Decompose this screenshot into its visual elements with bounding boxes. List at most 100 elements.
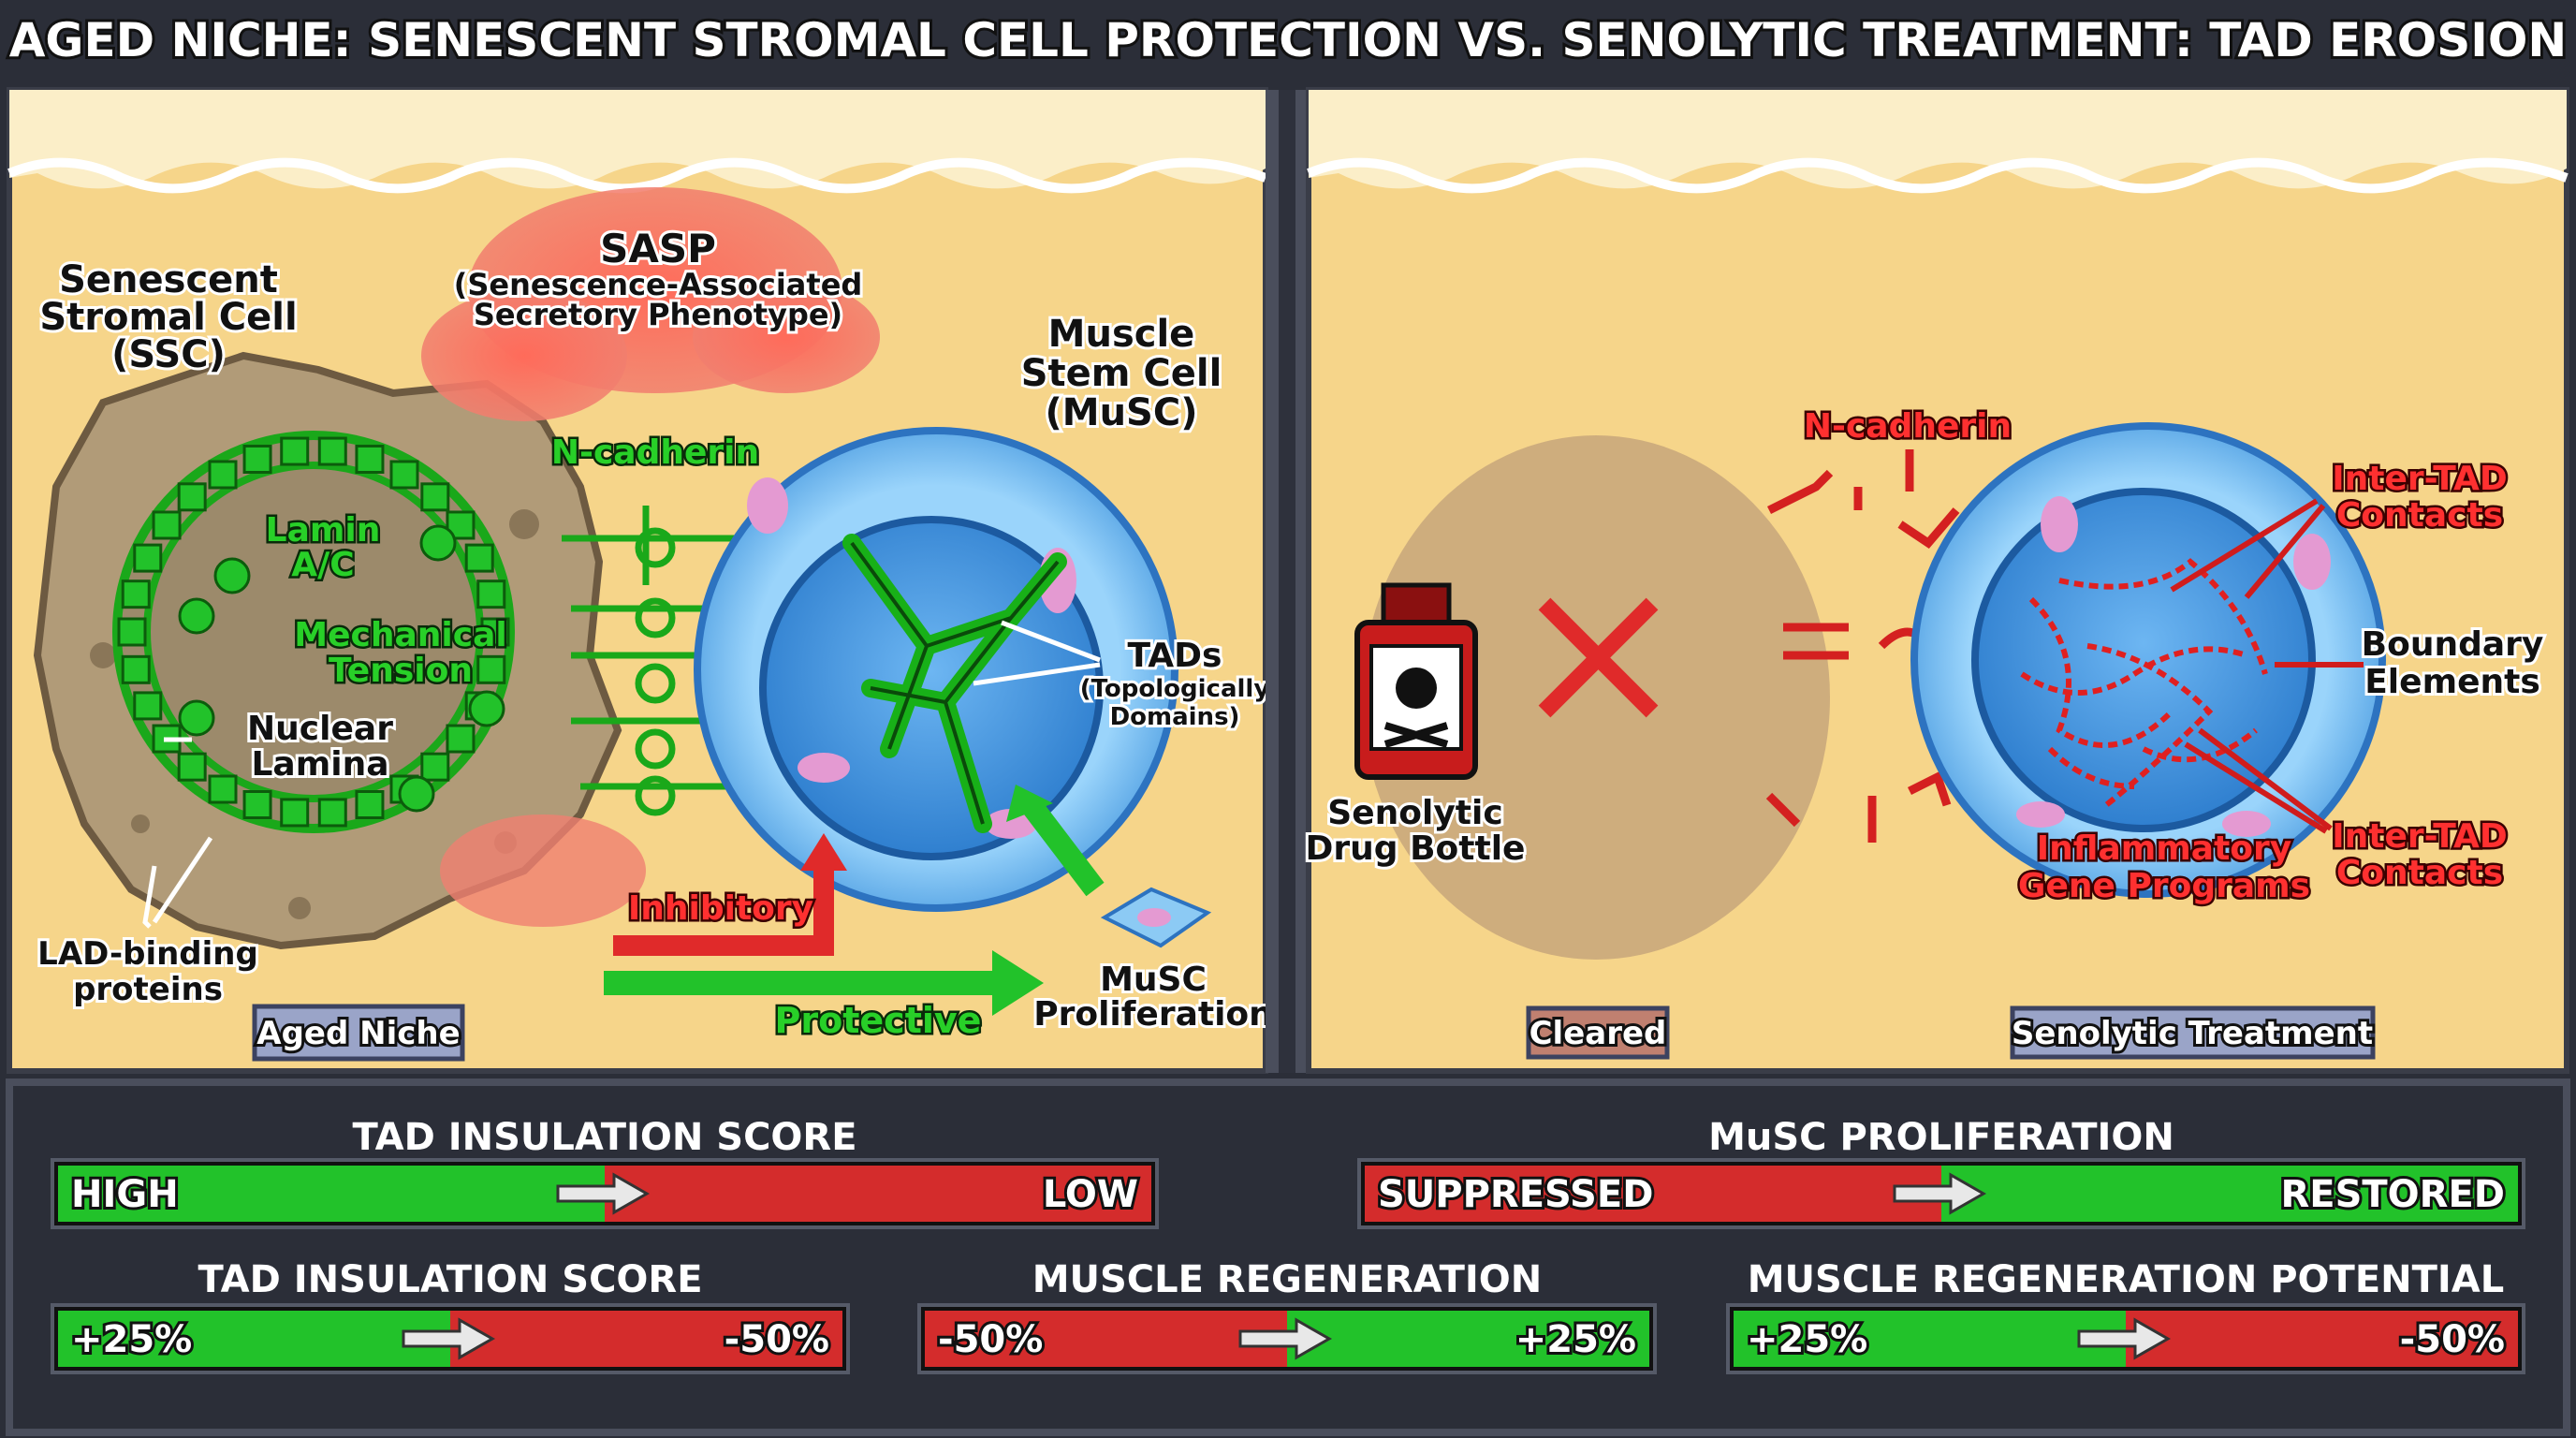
lamin-square xyxy=(133,543,163,573)
senolytic-treatment-badge xyxy=(2010,1005,2376,1060)
right-pointers xyxy=(2170,498,2364,834)
n-cadherin-label: N-cadherin xyxy=(551,433,759,472)
lamin-square xyxy=(242,444,272,474)
musc-label-line1: Muscle xyxy=(1048,313,1195,356)
meter-r2-1-right-label: -50% xyxy=(724,1318,829,1361)
ssc-label-line3: (SSC) xyxy=(111,333,226,376)
meter-r2-3-title: MUSCLE REGENERATION POTENTIAL xyxy=(1748,1258,2505,1301)
tads-label: TADs xyxy=(1128,637,1222,675)
musc-prolif-line2: Proliferation xyxy=(1033,995,1273,1034)
cleared-x-icon xyxy=(1538,597,1659,718)
lamin-square xyxy=(420,752,450,782)
meter-r1-1-arrow-icon xyxy=(556,1172,651,1215)
lamin-square xyxy=(446,724,476,754)
sasp-sub-line1: (Senescence-Associated xyxy=(454,267,863,302)
lamin-square xyxy=(280,436,310,466)
mechanical-label-line2: Tension xyxy=(329,652,473,690)
aged-niche-badge xyxy=(252,1004,465,1062)
lamin-square xyxy=(389,460,419,490)
lamin-square xyxy=(242,790,272,820)
inter-tad-bottom-line1: Inter-TAD xyxy=(2332,817,2508,856)
page-title: AGED NICHE: SENESCENT STROMAL CELL PROTE… xyxy=(9,13,2568,67)
protective-label: Protective xyxy=(775,1000,982,1041)
cleared-badge-label: Cleared xyxy=(1530,1015,1667,1052)
n-cadherin-links xyxy=(562,506,739,816)
tad-pointers xyxy=(142,620,1101,929)
protective-arrow xyxy=(604,785,1105,1016)
meter-r1-1-right-label: LOW xyxy=(1043,1173,1138,1216)
meter-r2-2-left-label: -50% xyxy=(938,1318,1043,1361)
musc-label-line3: (MuSC) xyxy=(1045,391,1197,434)
meter-r2-3-left-fill xyxy=(1734,1311,2126,1367)
lamin-square xyxy=(317,436,347,466)
nuclear-lamina-label-line2: Lamina xyxy=(251,745,388,784)
nuclear-lamina xyxy=(112,431,515,833)
lamin-square xyxy=(208,460,238,490)
lamin-square xyxy=(177,752,207,782)
boundary-line1: Boundary xyxy=(2362,625,2544,664)
inflammatory-line2: Gene Programs xyxy=(2018,867,2310,905)
lamin-square xyxy=(280,798,310,828)
meter-r2-1-title: TAD INSULATION SCORE xyxy=(198,1258,702,1301)
inhibitory-label: Inhibitory xyxy=(628,889,813,928)
inhibitory-arrow xyxy=(613,833,847,956)
meter-r1-1-left-label: HIGH xyxy=(71,1173,179,1216)
sasp-sub-line2: Secretory Phenotype) xyxy=(474,297,842,332)
lamin-label-line1: Lamin xyxy=(266,511,381,550)
nuclear-lamina-label-line1: Nuclear xyxy=(247,710,393,748)
cleared-badge xyxy=(1526,1005,1670,1060)
broken-n-cadherin xyxy=(1765,449,1960,843)
left-panel: Senescent Stromal Cell (SSC) SASP (Senes… xyxy=(7,87,1276,1074)
meter-r2-3-right-label: -50% xyxy=(2400,1318,2505,1361)
meter-r2-2-right-label: +25% xyxy=(1515,1318,1636,1361)
meter-r1-1-left-fill xyxy=(58,1166,605,1222)
meter-r2-2-arrow-icon xyxy=(1238,1317,1333,1360)
boundary-line2: Elements xyxy=(2364,663,2540,701)
drug-bottle-line2: Drug Bottle xyxy=(1306,829,1526,868)
meter-r1-2-left-label: SUPPRESSED xyxy=(1378,1173,1653,1216)
cleared-cell-shadow xyxy=(1362,435,1830,960)
meter-r2-1-right-fill xyxy=(450,1311,842,1367)
tads-sub-line1: (Topologically xyxy=(1080,675,1270,703)
meter-r2-1-left-label: +25% xyxy=(71,1318,192,1361)
sasp-title: SASP xyxy=(600,226,716,271)
lamin-square xyxy=(117,617,147,647)
right-n-cadherin-label: N-cadherin xyxy=(1804,407,2012,446)
lamin-square xyxy=(133,691,163,721)
meter-r2-1-arrow-icon xyxy=(402,1317,496,1360)
title-bar xyxy=(0,0,2576,86)
meter-r1-2-left-fill xyxy=(1365,1166,1941,1222)
lamin-square xyxy=(420,482,450,512)
lamin-square xyxy=(121,580,151,609)
inter-tad-top-line2: Contacts xyxy=(2336,496,2503,535)
lamin-label-line2: A/C xyxy=(291,546,354,584)
meters-group: TAD INSULATION SCORE HIGH LOW MuSC PROLIFER… xyxy=(51,1116,2525,1374)
musc-label-line2: Stem Cell xyxy=(1021,352,1222,395)
senolytic-drug-bottle xyxy=(1354,582,1478,780)
drug-bottle-line1: Senolytic xyxy=(1327,794,1502,832)
aged-niche-badge-label: Aged Niche xyxy=(256,1015,460,1052)
meter-r1-1-right-fill xyxy=(605,1166,1151,1222)
lamin-square xyxy=(317,798,347,828)
meter-r1-2-title: MuSC PROLIFERATION xyxy=(1708,1116,2174,1159)
lamin-square xyxy=(152,510,182,540)
right-panel: N-cadherin Inter-TAD Contacts Boundary E… xyxy=(1303,87,2569,1074)
gear-icons xyxy=(178,524,505,813)
meter-r2-3-left-label: +25% xyxy=(1747,1318,1867,1361)
musc-prolif-line1: MuSC xyxy=(1100,961,1207,999)
lad-label-line1: LAD-binding xyxy=(37,935,258,973)
meter-r2-2-right-fill xyxy=(1287,1311,1649,1367)
ssc-label-line1: Senescent xyxy=(59,258,278,301)
senolytic-treatment-badge-label: Senolytic Treatment xyxy=(2012,1015,2373,1052)
eroded-tads xyxy=(2020,558,2268,808)
lamin-square xyxy=(208,774,238,804)
lamin-square xyxy=(177,482,207,512)
lamin-square xyxy=(121,654,151,684)
mechanical-label-line1: Mechanical xyxy=(294,616,506,654)
lamin-square xyxy=(355,444,385,474)
meter-r1-2-right-label: RESTORED xyxy=(2280,1173,2505,1216)
sasp-cloud xyxy=(421,187,880,927)
meter-r1-2-right-fill xyxy=(1941,1166,2518,1222)
inter-tad-bottom-line2: Contacts xyxy=(2336,854,2503,892)
inflammatory-line1: Inflammatory xyxy=(2037,829,2291,868)
